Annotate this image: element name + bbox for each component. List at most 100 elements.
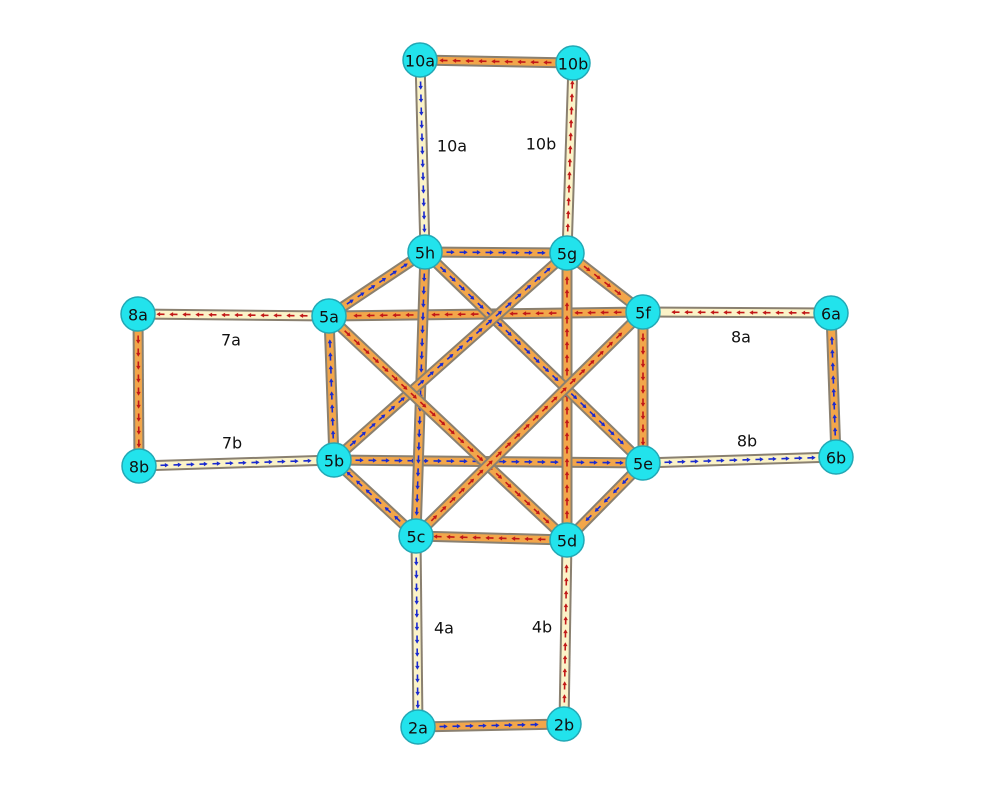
edge-arrow-head	[511, 536, 516, 541]
edge-arrow-head	[136, 378, 141, 383]
node-circle[interactable]	[316, 442, 352, 478]
edge-arrow-head	[247, 312, 252, 318]
edge-arrow-head	[421, 277, 427, 282]
edge-arrow-head	[379, 313, 384, 318]
node-6a[interactable]: 6a	[813, 295, 849, 331]
edge-arrow-head	[450, 249, 455, 255]
node-circle[interactable]	[549, 235, 585, 271]
edge-arrow-head	[164, 463, 169, 468]
edge-arrow-head	[671, 309, 676, 315]
node-10b[interactable]: 10b	[555, 45, 591, 81]
edge-arrow-head	[697, 310, 702, 315]
edge-arrow-head	[580, 369, 586, 374]
edge-arrow-head	[516, 340, 522, 345]
edge-arrow-head	[553, 396, 558, 401]
node-circle[interactable]	[813, 295, 849, 331]
node-circle[interactable]	[121, 448, 157, 484]
node-circle[interactable]	[398, 518, 434, 554]
node-circle[interactable]	[625, 294, 661, 330]
node-2a[interactable]: 2a	[400, 709, 436, 745]
edge-arrow-head	[564, 458, 570, 463]
node-8b[interactable]: 8b	[121, 448, 157, 484]
edge-arrow-head	[433, 534, 438, 539]
node-circle[interactable]	[400, 709, 436, 745]
edge-arrow-head	[564, 367, 570, 372]
edge-arrow-head	[414, 639, 420, 644]
node-5h[interactable]: 5h	[407, 234, 443, 270]
edge-arrow-head	[543, 60, 548, 65]
edge-arrow-head	[414, 587, 419, 592]
edge-arrow-head	[565, 223, 571, 228]
node-label: 5f	[635, 304, 651, 323]
edge-arrow-head	[381, 414, 386, 419]
edge-5c-5f	[412, 308, 647, 540]
edge-arrow-head	[564, 341, 570, 346]
edge-5h-5e	[421, 248, 647, 467]
edge-arrow-head	[415, 472, 421, 477]
edge-arrow-head	[421, 202, 426, 207]
edge-arrow-head	[535, 311, 540, 316]
node-8a[interactable]: 8a	[120, 296, 156, 332]
edge-arrow-head	[366, 313, 371, 318]
edge-arrow-head	[488, 460, 493, 465]
edge-arrow-head	[415, 704, 420, 709]
edge-arrow-head	[562, 387, 567, 392]
edge-5c-2a	[410, 535, 424, 728]
node-circle[interactable]	[402, 42, 438, 78]
edge-arrow-head	[563, 616, 568, 621]
node-5c[interactable]: 5c	[398, 518, 434, 554]
node-10a[interactable]: 10a	[402, 42, 438, 78]
edge-arrow-head	[414, 561, 419, 566]
edge-arrow-head	[564, 432, 570, 437]
edge-arrow-head	[563, 629, 568, 634]
edge-arrow-head	[640, 337, 646, 342]
edge-5d-5c	[415, 530, 568, 546]
edge-arrow-head	[497, 310, 502, 315]
edge-arrow-head	[414, 613, 420, 618]
edge-arrow-head	[414, 626, 420, 631]
node-circle[interactable]	[555, 45, 591, 81]
edge-arrow-head	[182, 312, 187, 317]
edge-arrow-head	[394, 515, 399, 521]
node-6b[interactable]: 6b	[818, 439, 854, 475]
node-circle[interactable]	[625, 445, 661, 481]
node-circle[interactable]	[311, 298, 347, 334]
edge-arrow-head	[521, 722, 526, 728]
edge-arrow-head	[470, 295, 475, 300]
node-circle[interactable]	[546, 706, 582, 742]
node-5e[interactable]: 5e	[625, 445, 661, 481]
node-label: 10a	[405, 52, 435, 71]
node-5d[interactable]: 5d	[549, 522, 585, 558]
edge-arrow-head	[564, 497, 570, 502]
edge-arrow-head	[365, 349, 370, 355]
edge-arrow-head	[545, 519, 550, 524]
edge-arrow-head	[554, 459, 559, 465]
edge-label: 8b	[737, 432, 757, 451]
node-circle[interactable]	[549, 522, 585, 558]
edge-arrow-head	[234, 312, 239, 318]
node-2b[interactable]: 2b	[546, 706, 582, 742]
node-5f[interactable]: 5f	[625, 294, 661, 330]
edge-arrow-head	[415, 678, 420, 683]
node-5b[interactable]: 5b	[316, 442, 352, 478]
node-circle[interactable]	[120, 296, 156, 332]
edge-arrow-head	[591, 413, 596, 418]
edge-label: 8a	[731, 328, 751, 347]
node-circle[interactable]	[407, 234, 443, 270]
node-label: 5h	[415, 244, 435, 263]
edge-label: 10b	[526, 135, 557, 154]
edge-arrow-head	[195, 312, 200, 317]
edge-5e-5d	[563, 459, 647, 544]
edge-arrow-head	[299, 313, 304, 318]
edge-arrow-head	[640, 350, 646, 355]
node-5g[interactable]: 5g	[549, 235, 585, 271]
edge-arrow-head	[606, 460, 611, 465]
edge-arrow-head	[599, 350, 604, 356]
edge-arrow-head	[526, 284, 532, 290]
edge-arrow-head	[570, 80, 575, 85]
node-circle[interactable]	[818, 439, 854, 475]
edge-arrow-head	[562, 681, 567, 686]
node-5a[interactable]: 5a	[311, 298, 347, 334]
